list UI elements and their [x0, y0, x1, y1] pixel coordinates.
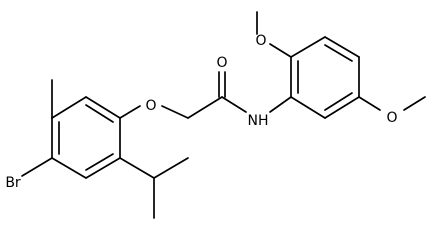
- bond: [324, 92, 353, 111]
- bond: [21, 157, 53, 177]
- bond: [51, 96, 87, 119]
- bond: [324, 36, 360, 58]
- chemical-structure: O O NH O O Br: [5, 11, 426, 219]
- bond: [85, 104, 114, 123]
- bond: [153, 157, 189, 179]
- bond: [85, 157, 121, 179]
- carbonyl-oxygen-label: O: [216, 55, 227, 71]
- bond: [187, 96, 223, 119]
- amide-nitrogen-label: NH: [248, 113, 269, 129]
- bond: [403, 96, 426, 111]
- bond: [290, 96, 326, 119]
- bond: [85, 153, 114, 171]
- bond: [85, 96, 121, 119]
- methoxy-oxygen-top-label: O: [255, 33, 266, 49]
- bond-layer: [21, 11, 426, 219]
- bond: [324, 44, 353, 62]
- bond: [119, 105, 141, 119]
- methoxy-oxygen-right-label: O: [386, 110, 397, 126]
- bond: [324, 96, 360, 119]
- bond: [269, 43, 292, 58]
- bond: [269, 96, 292, 113]
- atom-label-layer: O O NH O O Br: [5, 33, 397, 191]
- bond: [161, 105, 189, 119]
- bromine-label: Br: [5, 175, 21, 191]
- bond: [119, 157, 155, 179]
- bond: [290, 36, 326, 58]
- bond: [358, 96, 381, 111]
- bond: [51, 157, 87, 179]
- bond: [221, 96, 247, 113]
- ether-oxygen-label: O: [145, 98, 156, 114]
